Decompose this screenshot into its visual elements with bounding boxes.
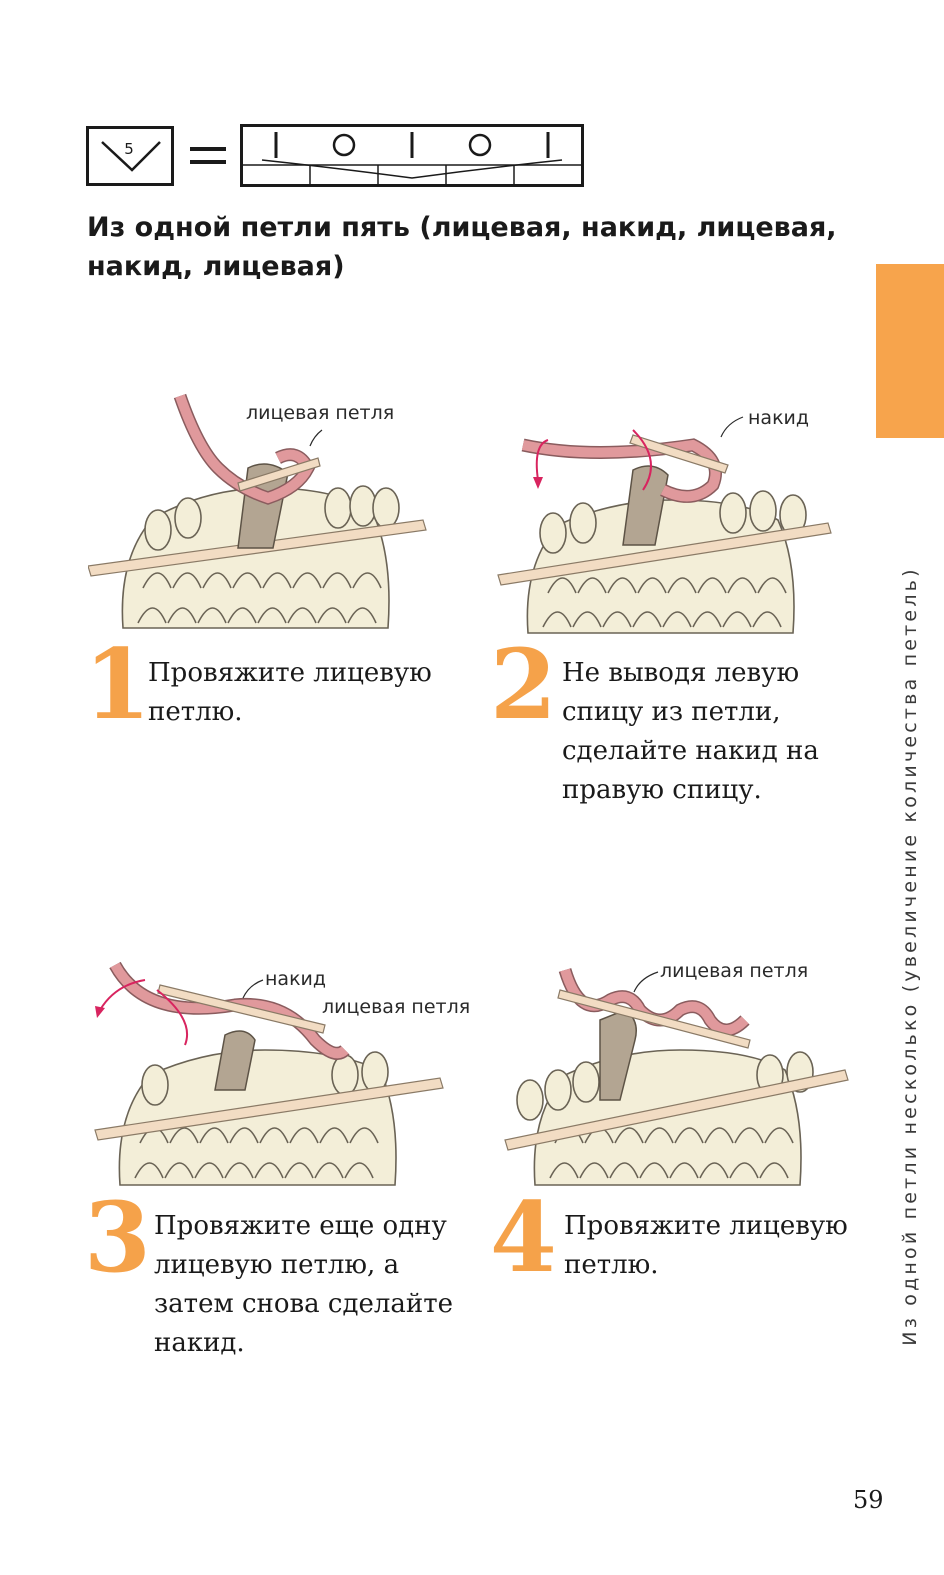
step-number-2: 2 [490,628,557,741]
arrow-curved-icon [99,979,146,1011]
chapter-side-title: Из одной петли несколько (увеличение кол… [899,566,921,1346]
illustration-step-3 [85,960,445,1190]
step-text-2: Не выводя левую спицу из петли, сделайте… [562,658,819,805]
symbol-chart: 5 [86,124,586,188]
label-knit-4: лицевая петля [660,960,809,982]
illustration-step-4 [500,960,852,1190]
label-knit-3: лицевая петля [322,996,471,1018]
label-yarnover-3: накид [265,968,327,990]
chevron-down-icon [101,141,161,172]
page-title: Из одной петли пять (лицевая, накид, лиц… [87,212,837,282]
symbol-count-label: 5 [124,140,134,158]
page-number: 59 [853,1486,884,1514]
illustration-step-2 [493,405,838,640]
illustration-step-1 [88,388,433,638]
step-number-1: 1 [84,628,151,741]
right-needle [237,457,321,492]
step-number-4: 4 [490,1181,557,1294]
arrow-down-icon [535,439,549,481]
label-knit-1: лицевая петля [246,402,395,424]
label-yarnover-2: накид [748,407,810,429]
step-text-1: Провяжите лицевую петлю. [148,658,432,727]
step-text-4: Провяжите лицевую петлю. [564,1211,848,1280]
chapter-tab [876,264,944,438]
yarnover-symbol [332,133,356,157]
step-text-3: Провяжите еще одну лицевую петлю, а зате… [154,1211,453,1358]
step-number-3: 3 [84,1181,151,1294]
